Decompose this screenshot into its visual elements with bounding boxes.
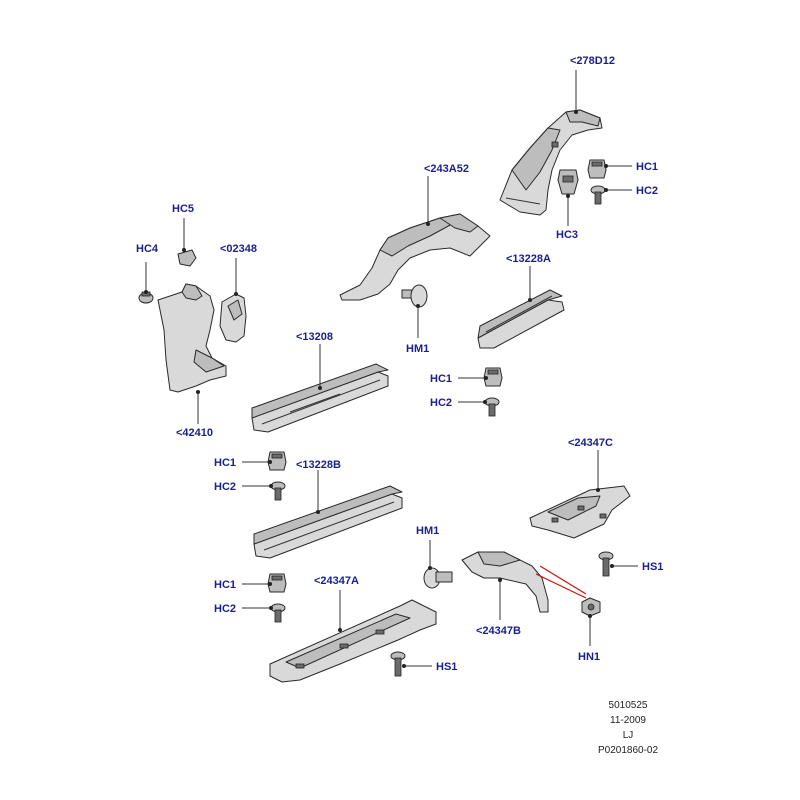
- part-243A52: [339, 213, 491, 301]
- part-02348: [219, 293, 247, 343]
- label-hc4: HC4: [136, 243, 159, 255]
- label-hs1-right: HS1: [642, 561, 663, 573]
- label-hc2-left: HC2: [214, 481, 236, 493]
- clip-hc5: [177, 249, 197, 267]
- label-hc1-left: HC1: [214, 457, 236, 469]
- screw-hc2-mid: [484, 397, 500, 417]
- clip-hc1-top: [587, 159, 607, 179]
- label-hc1-mid: HC1: [430, 373, 452, 385]
- label-hc5: HC5: [172, 203, 194, 215]
- screw-hs1-right: [598, 551, 614, 577]
- screw-hc2-bot: [270, 603, 286, 623]
- label-hs1-bot: HS1: [436, 661, 457, 673]
- part-13228A: [477, 289, 565, 349]
- screw-hc2-top: [590, 185, 606, 205]
- clip-hc3: [557, 169, 579, 195]
- pin-hm1-top: [401, 284, 428, 308]
- label-hc3: HC3: [556, 229, 578, 241]
- part-42410: [157, 283, 227, 393]
- label-42410: <42410: [176, 427, 213, 439]
- screw-hs1-bot: [390, 651, 406, 677]
- label-13228A: <13228A: [506, 253, 551, 265]
- label-13208: <13208: [296, 331, 333, 343]
- label-24347B: <24347B: [476, 625, 521, 637]
- part-24347B: [461, 551, 549, 613]
- screw-hc2-left: [270, 481, 286, 501]
- label-hc2-top: HC2: [636, 185, 658, 197]
- part-24347A: [269, 599, 437, 683]
- label-hc2-mid: HC2: [430, 397, 452, 409]
- part-24347C: [529, 485, 631, 539]
- label-278D12: <278D12: [570, 55, 615, 67]
- label-hc1-top: HC1: [636, 161, 658, 173]
- label-hc2-bot: HC2: [214, 603, 236, 615]
- meta-line-1: 5010525: [609, 700, 648, 711]
- nut-hn1: [581, 597, 601, 617]
- label-243A52: <243A52: [424, 163, 469, 175]
- label-hm1-bot: HM1: [416, 525, 439, 537]
- meta-line-3: LJ: [623, 730, 634, 741]
- label-24347A: <24347A: [314, 575, 359, 587]
- label-13228B: <13228B: [296, 459, 341, 471]
- pin-hm1-bot: [423, 567, 453, 589]
- meta-line-4: P0201860-02: [598, 745, 658, 756]
- label-hm1-top: HM1: [406, 343, 429, 355]
- label-02348: <02348: [220, 243, 257, 255]
- part-13208: [251, 363, 389, 433]
- part-13228B: [253, 485, 403, 559]
- label-hc1-bot: HC1: [214, 579, 236, 591]
- label-hn1: HN1: [578, 651, 600, 663]
- meta-line-2: 11-2009: [610, 715, 646, 726]
- label-24347C: <24347C: [568, 437, 613, 449]
- part-278D12: [499, 109, 603, 216]
